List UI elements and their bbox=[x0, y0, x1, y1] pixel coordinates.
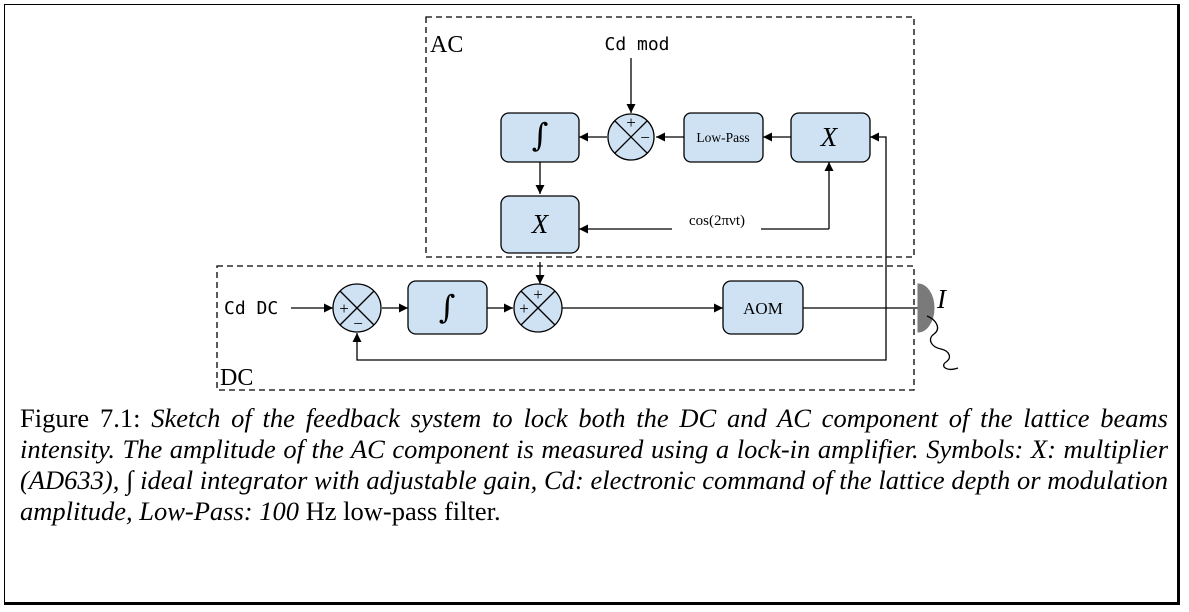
photodetector-icon bbox=[917, 283, 935, 333]
plus-sign: + bbox=[519, 299, 529, 318]
caption-text-3: ideal integrator with adjustable gain, C… bbox=[20, 465, 1168, 526]
minus-sign: − bbox=[640, 128, 650, 147]
integrator-symbol: ∫ bbox=[532, 116, 549, 154]
aom-label: AOM bbox=[743, 299, 783, 318]
figure-frame bbox=[4, 4, 1180, 605]
caption-unit-text: Hz low-pass filter. bbox=[299, 496, 501, 526]
ac-label: AC bbox=[430, 32, 463, 58]
reference-label: cos(2πνt) bbox=[689, 213, 745, 229]
summing-junction-ac: + − bbox=[607, 113, 655, 161]
caption-number: 100 bbox=[259, 496, 299, 526]
cd-dc-label: Cd DC bbox=[224, 298, 278, 319]
dc-region bbox=[216, 265, 915, 391]
intensity-label: I bbox=[936, 284, 948, 314]
multiplier-symbol: X bbox=[820, 122, 839, 152]
dc-label: DC bbox=[220, 365, 253, 391]
plus-sign: + bbox=[626, 113, 636, 132]
integrator-block-dc: ∫ bbox=[407, 280, 488, 335]
multiplier-symbol: X bbox=[531, 209, 550, 239]
caption-text-2: : multiplier (AD633), bbox=[20, 434, 1169, 495]
integrator-block-ac: ∫ bbox=[500, 112, 580, 163]
integrator-symbol: ∫ bbox=[439, 288, 456, 326]
plus-sign: + bbox=[533, 285, 543, 304]
minus-sign: − bbox=[353, 314, 363, 333]
caption-prefix: Figure 7.1: bbox=[20, 403, 152, 433]
dc-wires bbox=[291, 262, 918, 361]
lowpass-label: Low-Pass bbox=[696, 130, 749, 145]
caption-integral-symbol: ∫ bbox=[126, 465, 134, 495]
multiplier-block-demod: X bbox=[790, 112, 871, 163]
plus-sign: + bbox=[339, 299, 349, 318]
multiplier-block-mod: X bbox=[500, 195, 580, 254]
caption-text-1: Sketch of the feedback system to lock bo… bbox=[20, 403, 1168, 464]
wavy-line-icon bbox=[926, 315, 959, 370]
figure-caption: Figure 7.1: Sketch of the feedback syste… bbox=[20, 403, 1168, 527]
ac-region bbox=[425, 16, 915, 258]
summing-junction-dc-output: + + bbox=[513, 283, 563, 333]
lowpass-block: Low-Pass bbox=[683, 112, 764, 163]
caption-x-symbol: X bbox=[1030, 434, 1048, 464]
cd-mod-label: Cd mod bbox=[604, 34, 669, 55]
aom-block: AOM bbox=[722, 280, 804, 335]
ac-wires bbox=[535, 58, 887, 308]
summing-junction-dc-error: + − bbox=[332, 283, 382, 333]
